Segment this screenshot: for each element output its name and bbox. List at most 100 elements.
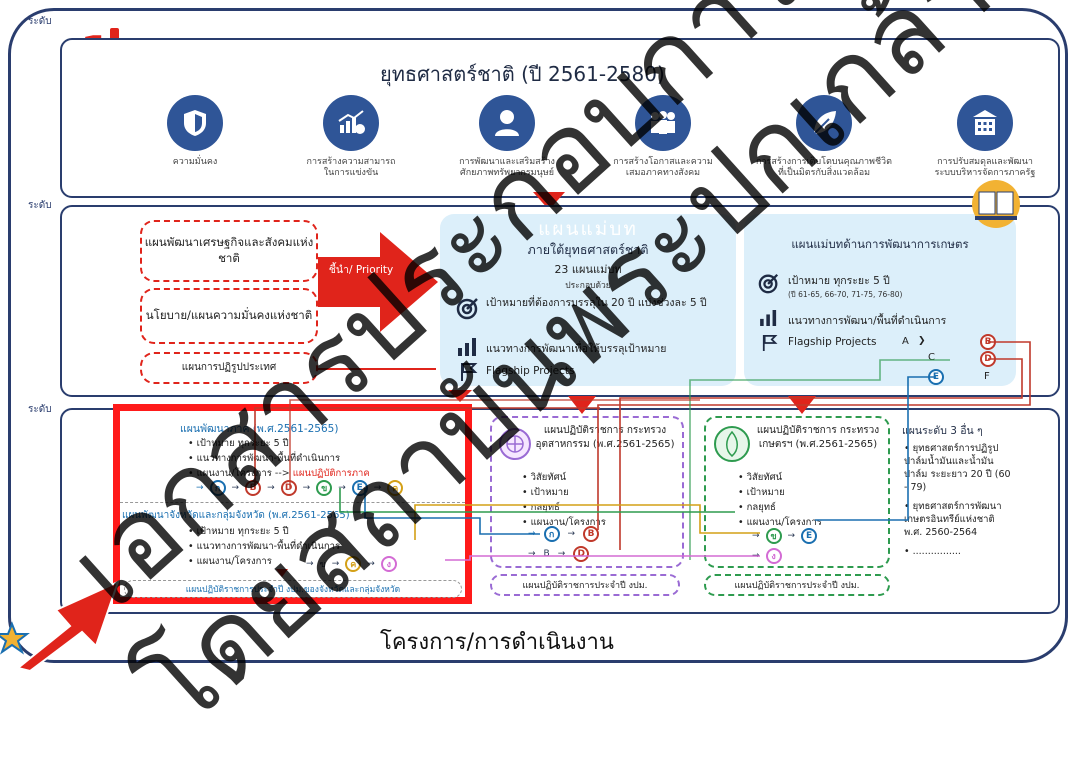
flag-icon — [460, 362, 478, 386]
regional-link: แผนปฏิบัติการภาค — [292, 468, 370, 479]
other-level3-item: • ................ — [904, 546, 961, 557]
agri3-footer: แผนปฏิบัติราชการประจำปี งปม. — [704, 574, 890, 596]
province-chain: → ข → ค → ง — [306, 556, 397, 572]
agri3-node: ง — [765, 548, 782, 564]
agri3-item-text: กลยุทธ์ — [746, 502, 776, 513]
regional-list: • เป้าหมาย ทุกระยะ 5 ปี • แนวทางการพัฒนา… — [188, 436, 448, 481]
master-item-goal: เป้าหมายที่ต้องการบรรลุใน 20 ปี แบ่งช่วง… — [486, 297, 707, 309]
arrow-down-regional — [448, 390, 472, 402]
master-item-approach: แนวทางการพัฒนาเพื่อให้บรรลุเป้าหมาย — [486, 343, 667, 355]
province-item-text: แผนงาน/โครงการ — [196, 556, 272, 567]
building-icon — [957, 95, 1013, 151]
industry-title: แผนปฏิบัติราชการ กระทรวงอุตสาหกรรม (พ.ศ.… — [535, 425, 675, 450]
bar-chart-icon — [760, 310, 778, 330]
industry-chain-2: → B → D — [528, 546, 590, 562]
leaf-icon — [796, 95, 852, 151]
person-icon — [479, 95, 535, 151]
province-item: • แนวทางการพัฒนา-พื้นที่ดำเนินการ — [188, 541, 341, 552]
province-item-text: เป้าหมาย ทุกระยะ 5 ปี — [196, 526, 289, 537]
industry-list: • วิสัยทัศน์ • เป้าหมาย • กลยุทธ์ • แผนง… — [522, 470, 606, 530]
regional-node: E — [351, 480, 368, 496]
level1-rule — [125, 38, 1045, 40]
plan-national-security: นโยบาย/แผนความมั่นคงแห่งชาติ — [140, 288, 318, 344]
regional-node: ข — [316, 480, 333, 496]
regional-node: B — [245, 480, 262, 496]
target-icon — [456, 296, 480, 324]
regional-node: ค — [387, 480, 404, 496]
level2-rule — [125, 205, 1045, 207]
agri-master-title: แผนแม่บทด้านการพัฒนาการเกษตร — [791, 237, 969, 251]
flag-node-a: A — [902, 336, 909, 347]
other-level3-item: • ยุทธศาสตร์การพัฒนาเกษตรอินทรีย์แห่งชาต… — [904, 501, 1002, 538]
ministry-seal-icon — [498, 424, 532, 468]
province-footer: แผนปฏิบัติราชการประจำปี งปม.ของจังหวัดแล… — [124, 580, 462, 598]
regional-node: D — [280, 480, 297, 496]
level-tag-2: ระดับ — [28, 200, 52, 211]
industry-node: B — [543, 549, 550, 559]
province-node: ข — [319, 560, 326, 570]
agri3-item: • เป้าหมาย — [738, 487, 785, 498]
priority-arrow — [318, 232, 438, 332]
regional-item: • แนวทางการพัฒนา-พื้นที่ดำเนินการ — [188, 453, 341, 464]
goal-label: การสร้างความสามารถในการแข่งขัน — [306, 157, 396, 179]
master-plan-subtitle: ภายใต้ยุทธศาสตร์ชาติ — [527, 242, 649, 257]
agri3-item-text: เป้าหมาย — [746, 487, 785, 498]
plan-economic-social: แผนพัฒนาเศรษฐกิจและสังคมแห่งชาติ — [140, 220, 318, 282]
province-title: แผนพัฒนาจังหวัดและกลุ่มจังหวัด (พ.ศ.2561… — [122, 510, 350, 521]
level-tag-3: ระดับ — [28, 404, 52, 415]
goal-item: การสร้างโอกาสและความเสมอภาคทางสังคม — [593, 95, 733, 190]
level-tag-1: ระดับ — [28, 16, 52, 27]
industry-node: D — [573, 546, 590, 562]
regional-node: ก — [209, 480, 226, 496]
reform-connector — [318, 368, 436, 370]
industry-footer: แผนปฏิบัติราชการประจำปี งปม. — [490, 574, 680, 596]
goal-label: การพัฒนาและเสริมสร้างศักยภาพทรัพยากรมนุษ… — [459, 157, 555, 179]
agri3-title: แผนปฏิบัติราชการ กระทรวงเกษตรฯ (พ.ศ.2561… — [756, 425, 880, 450]
agri-goal-sub: (ปี 61-65, 66-70, 71-75, 76-80) — [788, 290, 903, 299]
flag-node-f: F — [984, 371, 990, 382]
outer-frame — [8, 8, 1068, 663]
regional-divider — [120, 502, 465, 503]
other-level3-text: ยุทธศาสตร์การพัฒนาเกษตรอินทรีย์แห่งชาติ … — [904, 501, 1002, 538]
level1-title: ยุทธศาสตร์ชาติ (ปี 2561-2580) — [380, 62, 665, 86]
arrow-down-agri — [788, 396, 816, 414]
other-level3-item: • ยุทธศาสตร์การปฏิรูปปาล์มน้ำมันและน้ำมั… — [904, 443, 1011, 493]
flag-node-c: C — [928, 352, 935, 363]
industry-item: • เป้าหมาย — [522, 487, 569, 498]
agri-flagship: Flagship Projects — [788, 336, 877, 348]
flag-node-d: D — [980, 351, 996, 367]
regional-item-text: แผนงาน/โครงการ — [196, 468, 272, 479]
shield-icon — [167, 95, 223, 151]
other-level3-list: • ยุทธศาสตร์การปฏิรูปปาล์มน้ำมันและน้ำมั… — [904, 442, 1014, 558]
industry-item-text: วิสัยทัศน์ — [530, 472, 567, 483]
footer-title: โครงการ/การดำเนินงาน — [380, 630, 614, 655]
other-level3-text: ................ — [912, 546, 961, 557]
priority-label: ชี้นำ/ Priority — [328, 264, 394, 276]
goal-item: การสร้างการเติบโตบนคุณภาพชีวิตที่เป็นมิต… — [749, 95, 899, 190]
arrow-down-industry — [568, 396, 596, 414]
master-item-flagship: Flagship Projects — [486, 365, 575, 377]
master-plan-title: แผนแม่บท — [538, 218, 638, 240]
industry-chain-1: → ก → B — [528, 526, 600, 542]
people-group-icon — [635, 95, 691, 151]
regional-item: • แผนงาน/โครงการ --> แผนปฏิบัติการภาค — [188, 468, 370, 479]
other-level3-title: แผนระดับ 3 อื่น ๆ — [902, 425, 983, 437]
money-growth-icon — [323, 95, 379, 151]
industry-item-text: กลยุทธ์ — [530, 502, 560, 513]
goal-item: การพัฒนาและเสริมสร้างศักยภาพทรัพยากรมนุษ… — [437, 95, 577, 190]
goal-label: ความมั่นคง — [172, 157, 218, 167]
agri-seal-icon — [712, 424, 752, 468]
agri3-chain-1: → ข → E — [752, 528, 818, 544]
goal-label: การสร้างการเติบโตบนคุณภาพชีวิตที่เป็นมิต… — [756, 157, 892, 179]
agri3-item-text: วิสัยทัศน์ — [746, 472, 783, 483]
goal-row: ความมั่นคง การสร้างความสามารถในการแข่งขั… — [125, 95, 1055, 190]
industry-node: ก — [543, 526, 560, 542]
goal-label: การปรับสมดุลและพัฒนาระบบบริหารจัดการภาคร… — [934, 157, 1036, 179]
regional-item-text: แนวทางการพัฒนา-พื้นที่ดำเนินการ — [196, 453, 341, 464]
province-item: • แผนงาน/โครงการ — [188, 556, 272, 567]
plan-country-reform: แผนการปฏิรูปประเทศ — [140, 352, 318, 384]
agri-approach: แนวทางการพัฒนา/พื้นที่ดำเนินการ — [788, 315, 947, 327]
flag-icon — [762, 334, 778, 356]
industry-item-text: เป้าหมาย — [530, 487, 569, 498]
industry-node: B — [583, 526, 600, 542]
